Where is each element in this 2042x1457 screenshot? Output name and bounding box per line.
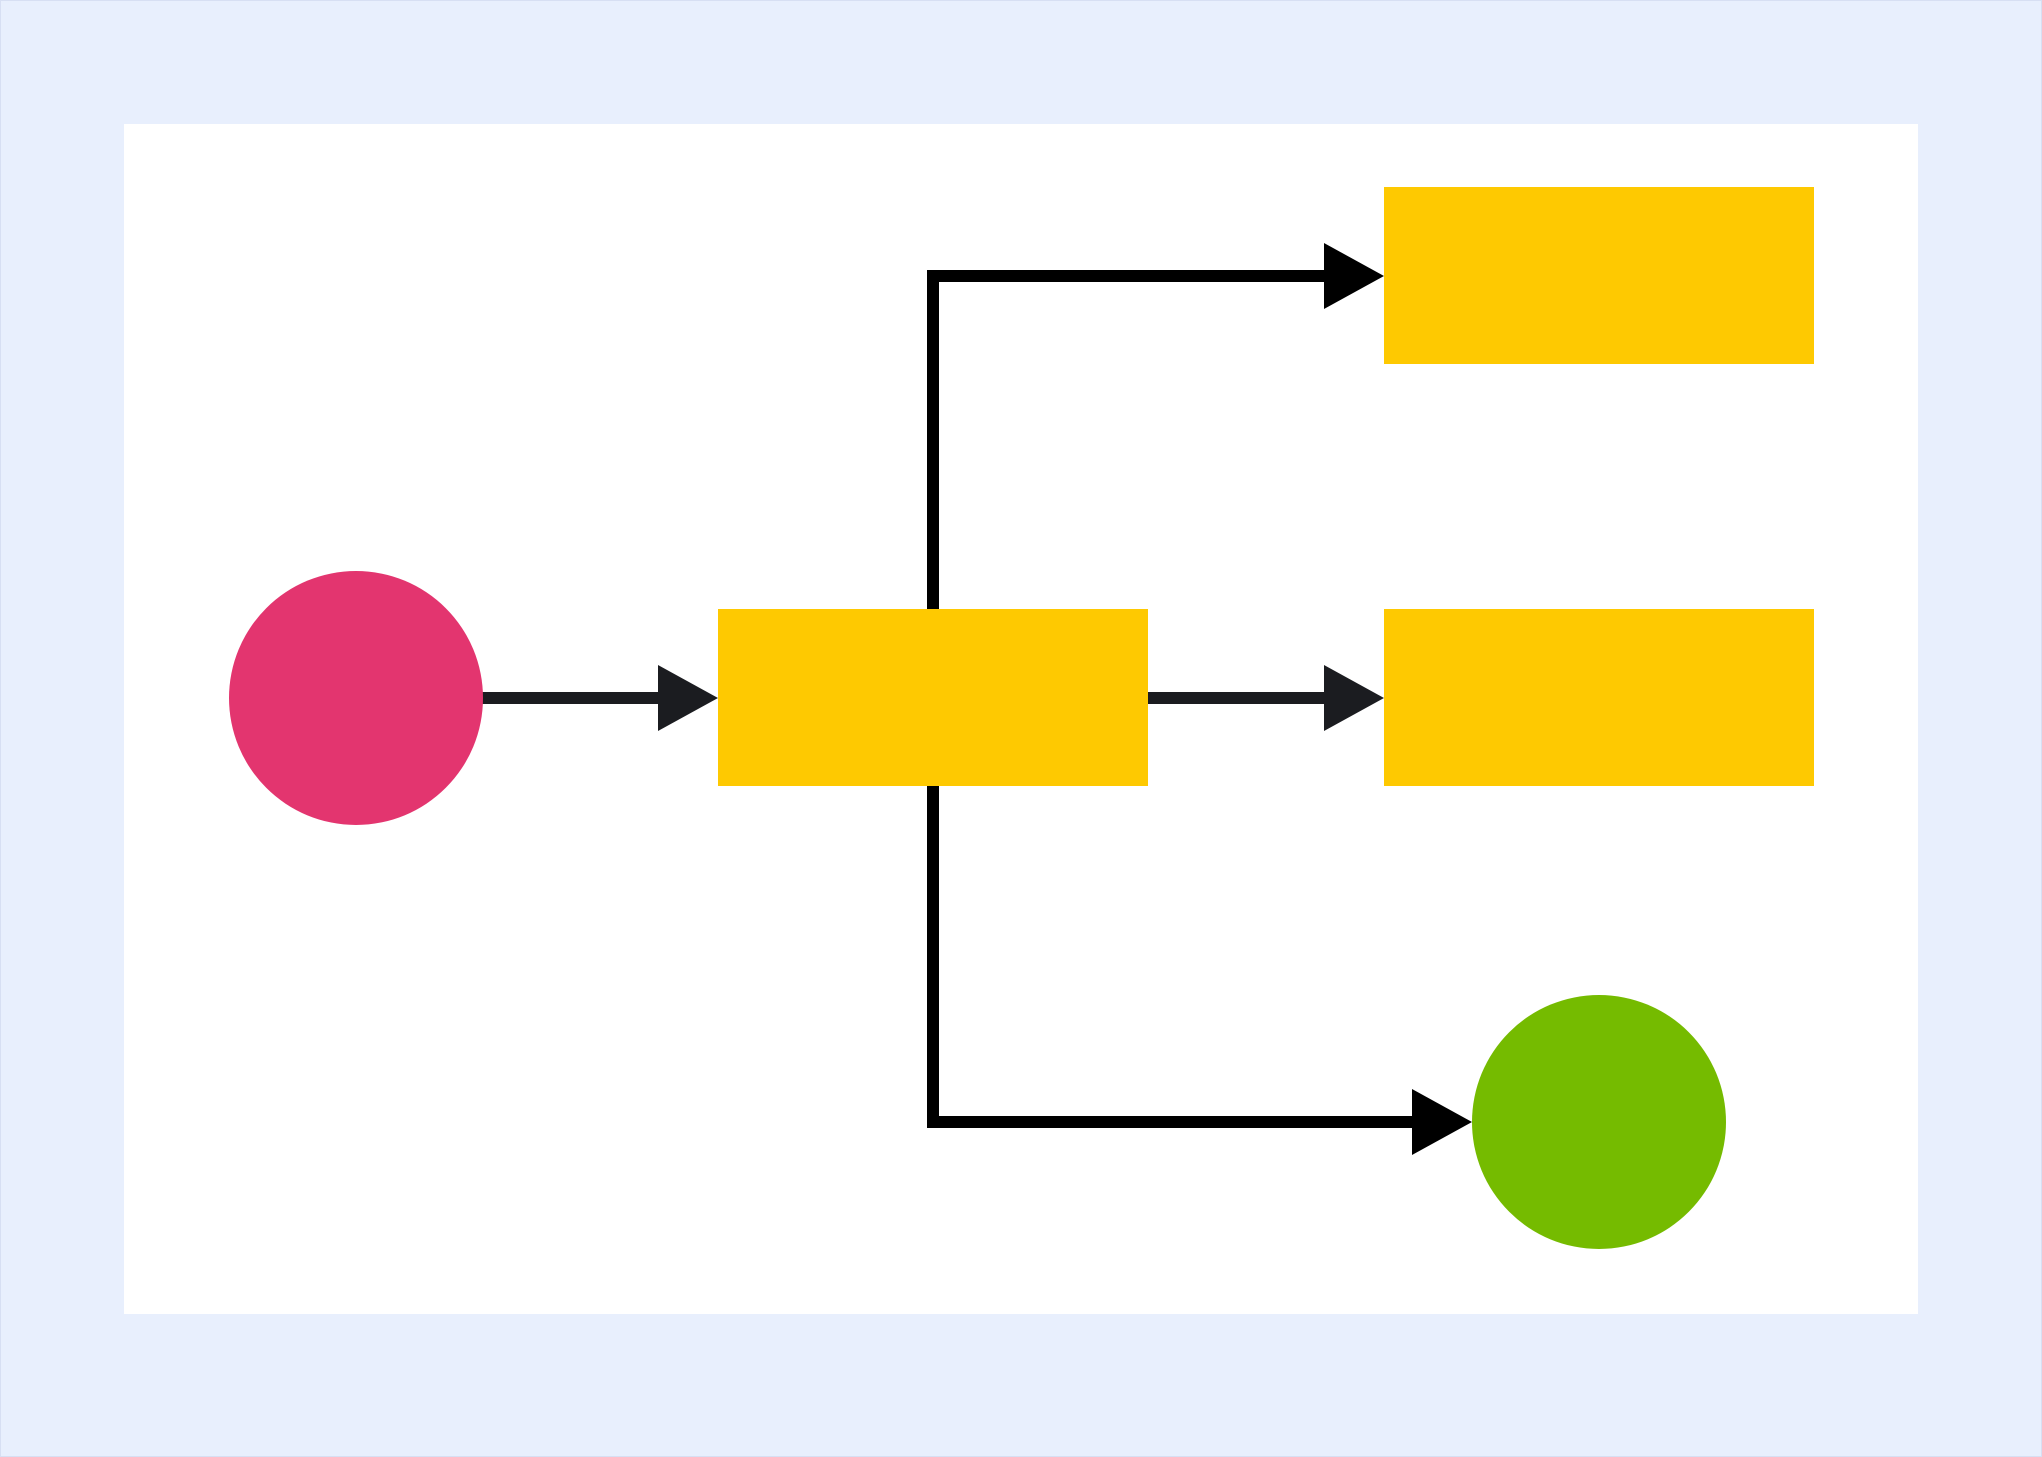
arrowhead-decision-to-branch-top — [1324, 243, 1384, 309]
end-node[interactable] — [1472, 995, 1726, 1249]
decision-node[interactable] — [718, 609, 1148, 786]
start-node[interactable] — [229, 571, 483, 825]
edge-decision-to-branch-top — [927, 270, 1328, 609]
arrowhead-decision-to-branch-middle — [1324, 665, 1384, 731]
edge-decision-to-end — [927, 786, 1416, 1128]
arrowhead-start-to-decision — [658, 665, 718, 731]
branch-top-node[interactable] — [1384, 187, 1814, 364]
arrowhead-decision-to-end — [1412, 1089, 1472, 1155]
branch-middle-node[interactable] — [1384, 609, 1814, 786]
